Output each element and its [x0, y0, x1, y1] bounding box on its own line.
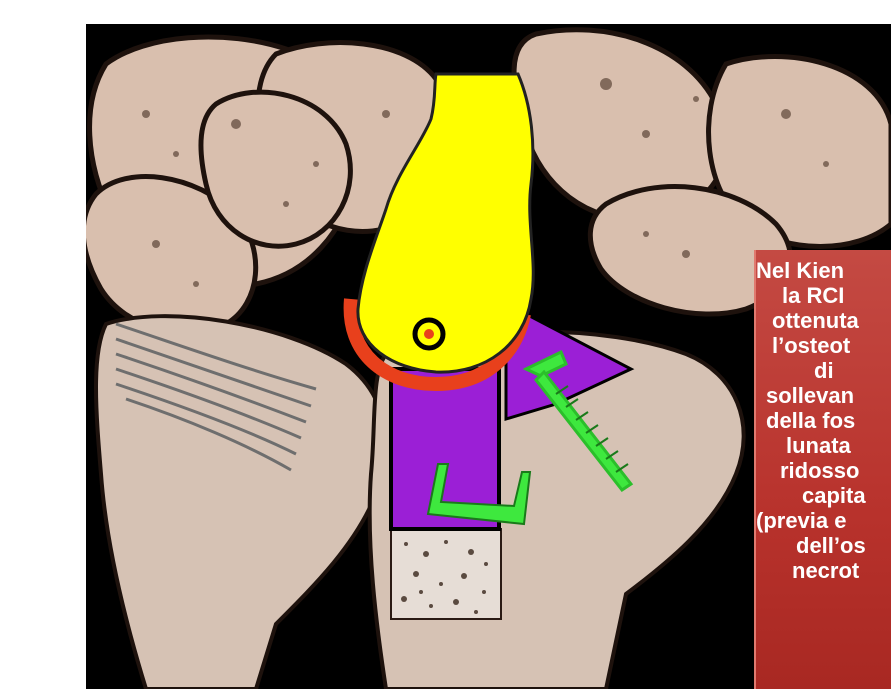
callout-line: l’osteot — [756, 333, 891, 358]
callout-line: lunata — [756, 433, 891, 458]
target-ring-icon — [415, 320, 443, 348]
callout-line: la RCI — [756, 283, 891, 308]
callout-line: ridosso — [756, 458, 891, 483]
trapezoid-bone-icon — [201, 92, 351, 246]
callout-line: Nel Kien — [756, 258, 891, 283]
callout-line: capita — [756, 483, 891, 508]
callout-line: necrot — [756, 558, 891, 583]
callout-line: ottenuta — [756, 308, 891, 333]
callout-line: (previa e — [756, 508, 891, 533]
callout-line: sollevan — [756, 383, 891, 408]
callout-line: dell’os — [756, 533, 891, 558]
callout-line: di — [756, 358, 891, 383]
callout-line: della fos — [756, 408, 891, 433]
bone-graft-block-icon — [391, 529, 501, 619]
